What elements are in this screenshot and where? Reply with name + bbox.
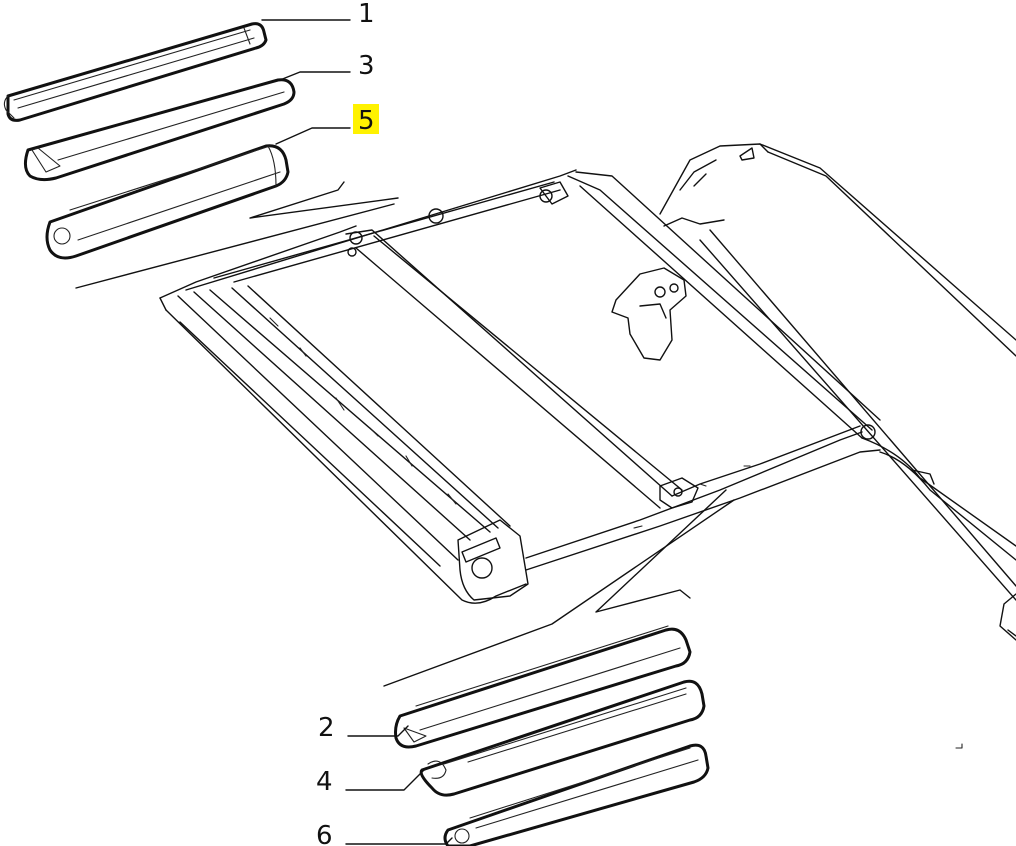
seal-part-1[interactable] <box>3 22 268 122</box>
callout-2[interactable]: 2 <box>318 713 335 743</box>
zoom-arrow-bottom <box>383 489 735 687</box>
seal-part-5[interactable] <box>45 144 290 260</box>
leader-line-2 <box>347 725 409 737</box>
callout-highlight-5 <box>353 104 379 134</box>
callout-label-5: 5 <box>358 106 375 136</box>
callout-4[interactable]: 4 <box>316 767 333 797</box>
leader-line-3 <box>279 71 351 81</box>
leader-line-5 <box>275 127 351 145</box>
seal-part-3[interactable] <box>23 78 296 182</box>
seal-part-2[interactable] <box>394 625 692 749</box>
callout-label-6: 6 <box>316 821 333 846</box>
zoom-arrow-top <box>75 181 399 289</box>
leader-line-4 <box>345 767 427 791</box>
callout-5[interactable]: 5 <box>353 104 379 136</box>
callout-label-2: 2 <box>318 713 335 743</box>
roof-frame <box>159 143 1016 749</box>
callout-label-3: 3 <box>358 51 375 81</box>
callout-6[interactable]: 6 <box>316 821 333 846</box>
seal-part-4[interactable] <box>419 679 706 797</box>
seal-part-6[interactable] <box>443 743 710 846</box>
callout-label-4: 4 <box>316 767 333 797</box>
leader-line-6 <box>345 837 453 845</box>
callout-3[interactable]: 3 <box>358 51 375 81</box>
callout-label-1: 1 <box>358 0 375 29</box>
callout-1[interactable]: 1 <box>358 0 375 29</box>
